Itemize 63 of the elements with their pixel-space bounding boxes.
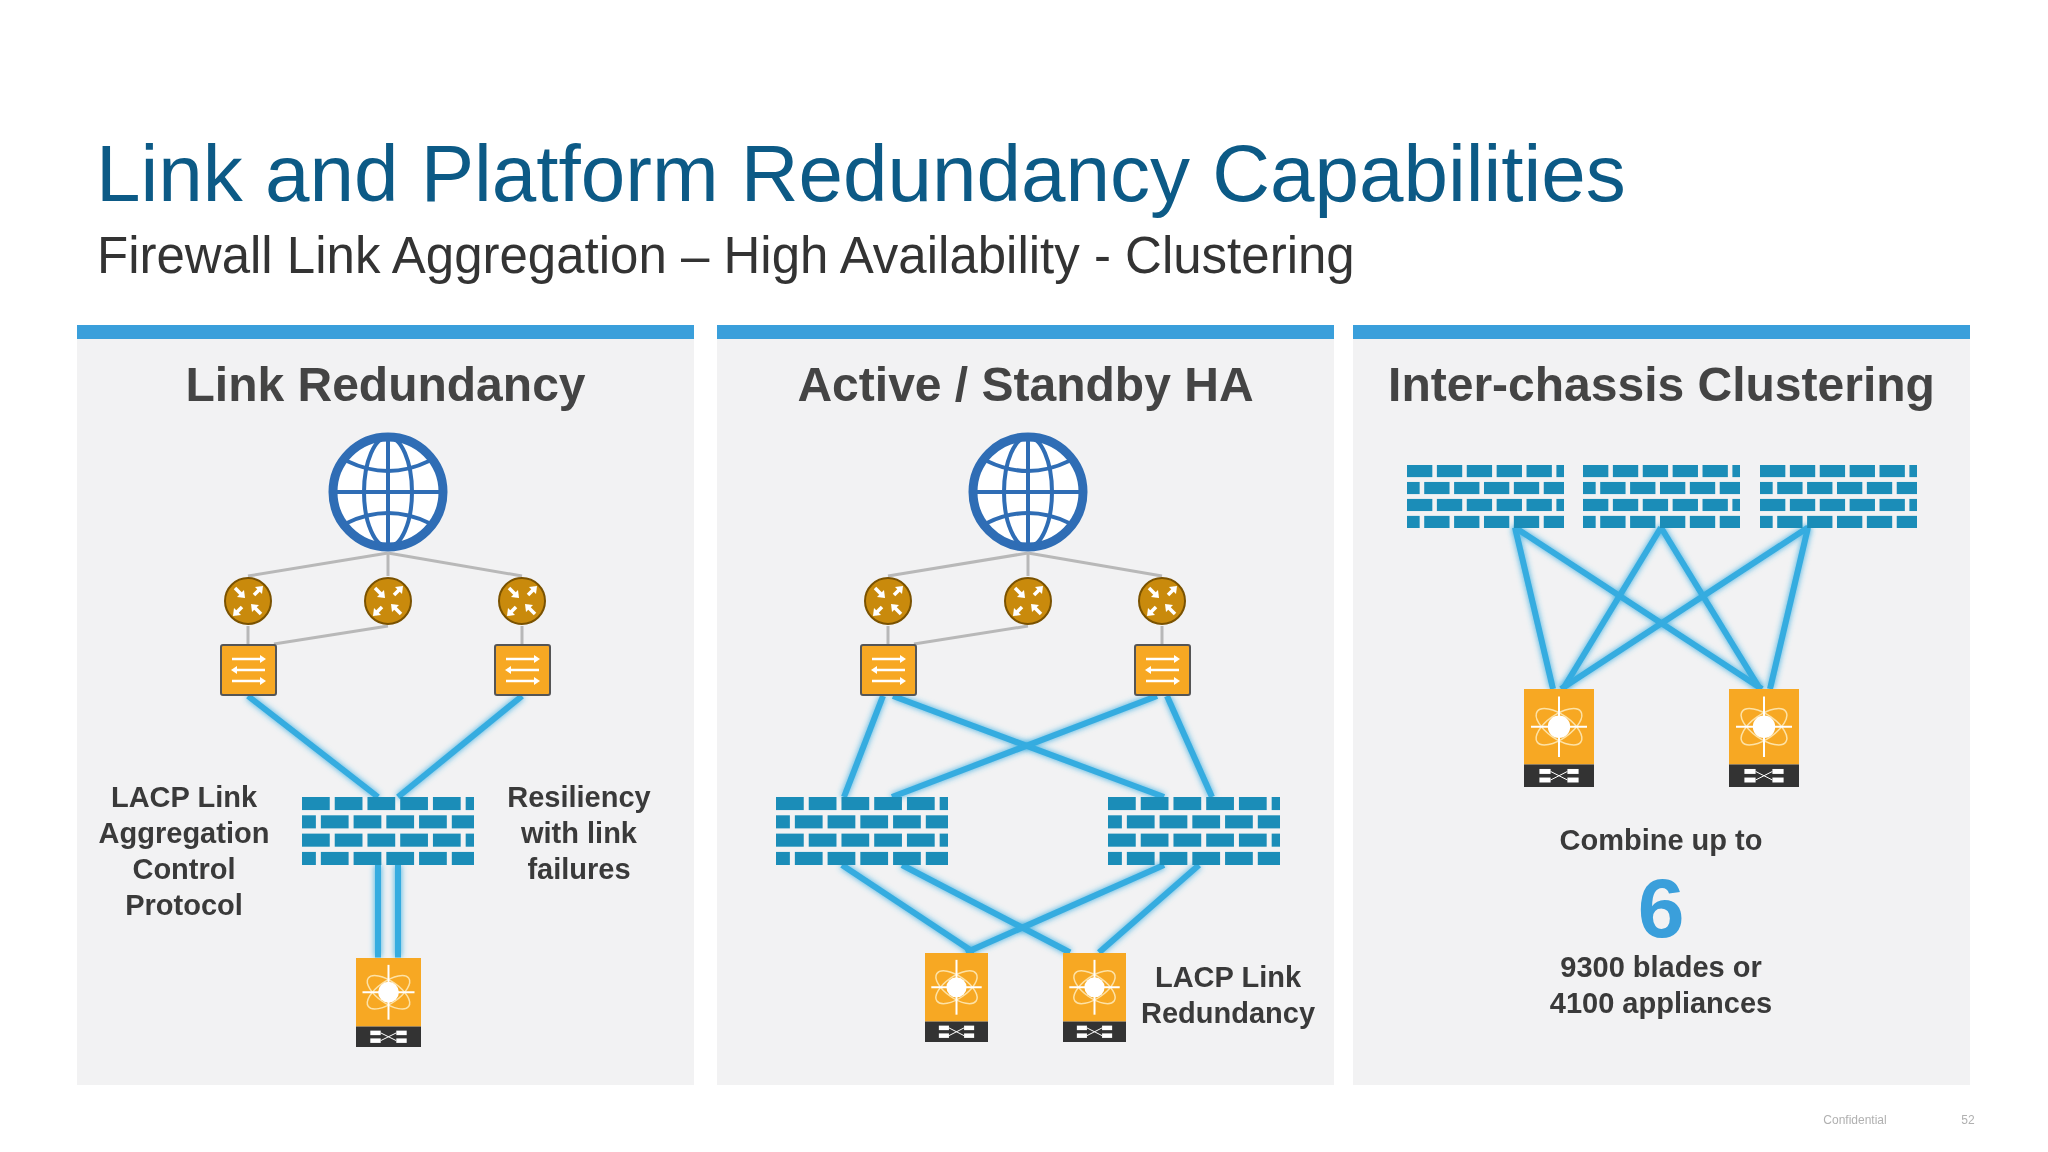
switch-icon (1133, 644, 1191, 696)
connector-line (273, 624, 389, 646)
router-icon (1137, 576, 1187, 626)
firewall-icon (1582, 464, 1740, 528)
slide-title: Link and Platform Redundancy Capabilities (96, 128, 1626, 220)
panel (1353, 325, 1970, 1085)
connector-line (387, 551, 523, 578)
link-line (375, 865, 381, 958)
slide-subtitle: Firewall Link Aggregation – High Availability - Clustering (97, 226, 1355, 285)
connector-line (246, 626, 250, 644)
link-line (1164, 694, 1215, 799)
link-line (841, 694, 886, 799)
panel (77, 325, 694, 1085)
firewall-icon (1108, 797, 1280, 865)
link-line (1097, 862, 1201, 955)
footer-text: Confidential (1822, 1113, 1888, 1128)
link-line (246, 693, 380, 800)
firewall-icon (776, 797, 948, 865)
switch-icon (859, 644, 917, 696)
panel-heading: Inter-chassis Clustering (1387, 357, 1936, 412)
panel-heading: Link Redundancy (184, 357, 587, 412)
link-line (840, 862, 976, 955)
link-line (396, 693, 524, 800)
router-icon (1003, 576, 1053, 626)
router-icon (863, 576, 913, 626)
connector-line (887, 551, 1029, 578)
firewall-icon (1759, 464, 1917, 528)
chassis-switch-icon (1729, 689, 1799, 787)
link-line (900, 862, 1072, 956)
page-number: 52 (1960, 1113, 1976, 1128)
globe-icon (327, 431, 449, 553)
connector-line (1026, 553, 1030, 576)
connector-line (520, 626, 524, 644)
link-line (1767, 526, 1811, 690)
chassis-switch-icon (1524, 689, 1594, 787)
switch-icon (219, 644, 277, 696)
router-icon (497, 576, 547, 626)
firewall-icon (302, 797, 474, 865)
callout-text: Resiliency with link failures (506, 780, 652, 887)
link-line (1559, 525, 1810, 692)
router-icon (363, 576, 413, 626)
link-line (395, 865, 401, 958)
firewall-icon (1406, 464, 1564, 528)
globe-icon (967, 431, 1089, 553)
panel (717, 325, 1334, 1085)
callout-text: LACP Link Redundancy (1140, 960, 1316, 1031)
link-line (964, 862, 1166, 956)
callout-text: Combine up to (1558, 823, 1764, 858)
connector-line (1027, 551, 1163, 578)
link-line (1512, 526, 1556, 690)
connector-line (247, 551, 389, 578)
chassis-switch-icon (924, 952, 988, 1042)
switch-icon (493, 644, 551, 696)
link-line (1658, 525, 1763, 691)
connector-line (386, 553, 390, 576)
connector-line (913, 624, 1029, 646)
connector-line (886, 626, 890, 644)
chassis-switch-icon (1062, 952, 1126, 1042)
chassis-switch-icon (355, 957, 421, 1047)
panel-heading: Active / Standby HA (796, 357, 1255, 412)
connector-line (1160, 626, 1164, 644)
callout-text: LACP Link Aggregation Control Protocol (97, 780, 271, 923)
router-icon (223, 576, 273, 626)
